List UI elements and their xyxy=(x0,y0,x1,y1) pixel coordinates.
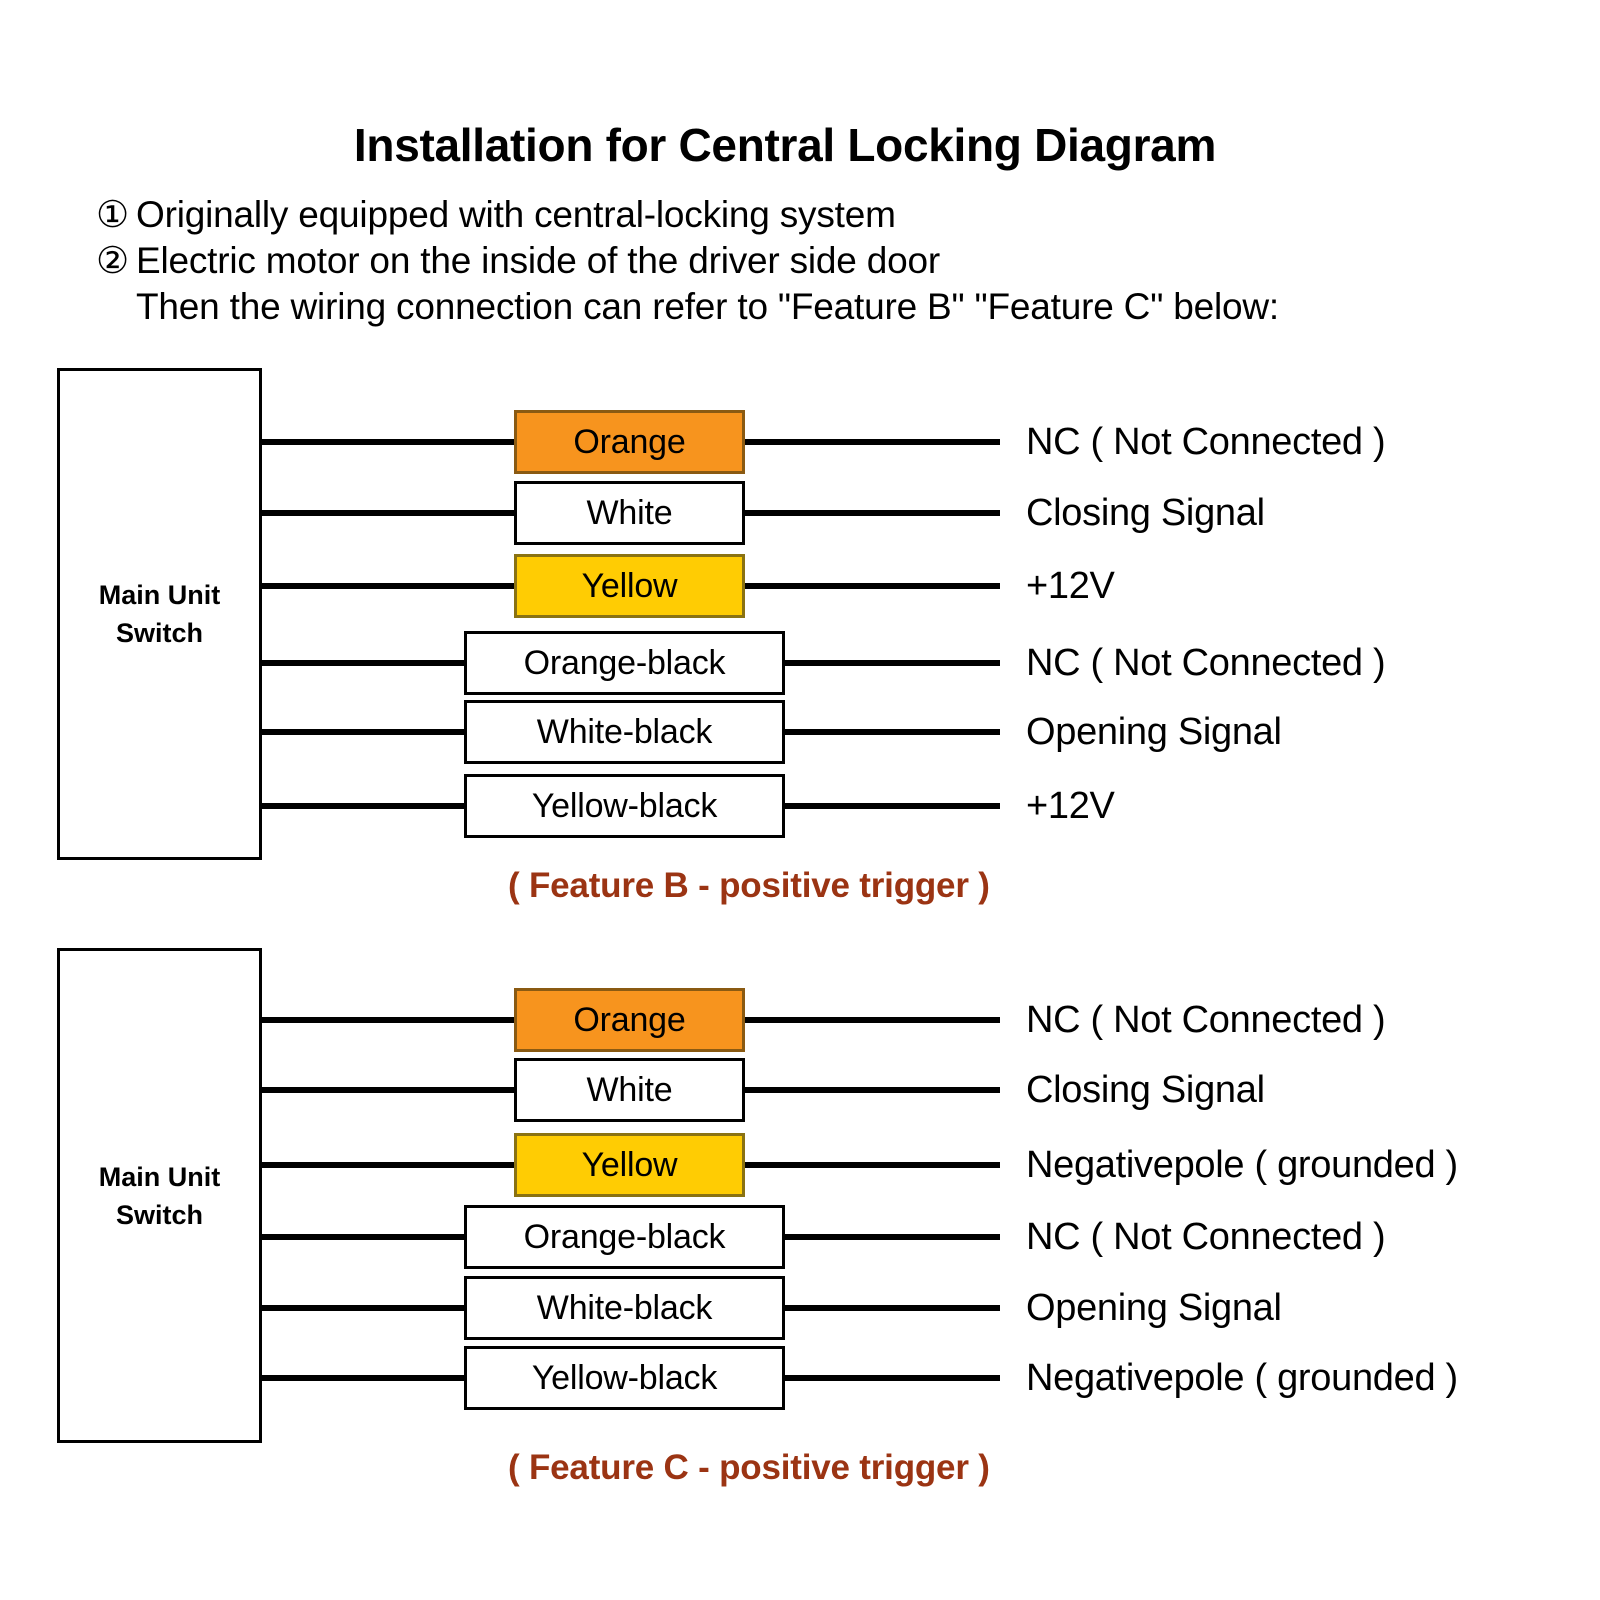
wire-segment-left xyxy=(262,510,514,516)
signal-label: +12V xyxy=(1026,565,1115,607)
wire-segment-right xyxy=(785,729,1000,735)
note-text-2: Electric motor on the inside of the driv… xyxy=(136,240,940,281)
note-line-3: Then the wiring connection can refer to … xyxy=(96,284,1576,330)
wire-color-label: Orange xyxy=(514,410,745,474)
signal-label: Negativepole ( grounded ) xyxy=(1026,1357,1458,1399)
wire-segment-left xyxy=(262,660,464,666)
wire-segment-right xyxy=(745,439,1000,445)
signal-label: NC ( Not Connected ) xyxy=(1026,999,1386,1041)
block-caption: ( Feature B - positive trigger ) xyxy=(508,866,990,905)
main-unit-switch-box: Main Unit Switch xyxy=(57,368,262,860)
block-caption: ( Feature C - positive trigger ) xyxy=(508,1448,990,1487)
wire-segment-left xyxy=(262,1017,514,1023)
wire-segment-right xyxy=(745,1087,1000,1093)
signal-label: NC ( Not Connected ) xyxy=(1026,421,1386,463)
main-unit-switch-label: Main Unit Switch xyxy=(98,580,221,648)
wire-segment-right xyxy=(745,1017,1000,1023)
wire-color-label: White xyxy=(514,481,745,545)
wire-color-label: White-black xyxy=(464,700,785,764)
signal-label: +12V xyxy=(1026,785,1115,827)
wire-segment-left xyxy=(262,1305,464,1311)
wire-segment-left xyxy=(262,1087,514,1093)
signal-label: NC ( Not Connected ) xyxy=(1026,1216,1386,1258)
wire-segment-left xyxy=(262,1375,464,1381)
wire-color-label: Orange-black xyxy=(464,631,785,695)
wire-segment-right xyxy=(785,1305,1000,1311)
wire-segment-right xyxy=(785,1234,1000,1240)
signal-label: Negativepole ( grounded ) xyxy=(1026,1144,1458,1186)
wire-segment-left xyxy=(262,439,514,445)
wire-segment-left xyxy=(262,803,464,809)
wire-color-label: Yellow-black xyxy=(464,1346,785,1410)
wire-segment-left xyxy=(262,729,464,735)
wire-segment-right xyxy=(745,1162,1000,1168)
note-marker-1: ① xyxy=(96,194,129,235)
signal-label: Closing Signal xyxy=(1026,492,1265,534)
wire-color-label: Orange xyxy=(514,988,745,1052)
wire-segment-right xyxy=(745,583,1000,589)
wire-segment-right xyxy=(785,803,1000,809)
signal-label: Closing Signal xyxy=(1026,1069,1265,1111)
signal-label: Opening Signal xyxy=(1026,711,1282,753)
wire-segment-left xyxy=(262,1234,464,1240)
wire-segment-right xyxy=(745,510,1000,516)
main-unit-switch-box: Main Unit Switch xyxy=(57,948,262,1443)
wire-color-label: White xyxy=(514,1058,745,1122)
wire-color-label: Yellow xyxy=(514,1133,745,1197)
signal-label: Opening Signal xyxy=(1026,1287,1282,1329)
wire-segment-right xyxy=(785,1375,1000,1381)
wire-color-label: Yellow xyxy=(514,554,745,618)
wire-color-label: Yellow-black xyxy=(464,774,785,838)
note-text-3: Then the wiring connection can refer to … xyxy=(136,286,1279,327)
wire-segment-left xyxy=(262,1162,514,1168)
main-unit-switch-label: Main Unit Switch xyxy=(98,1161,221,1230)
wire-segment-right xyxy=(785,660,1000,666)
note-text-1: Originally equipped with central-locking… xyxy=(136,194,896,235)
wire-segment-left xyxy=(262,583,514,589)
wire-color-label: Orange-black xyxy=(464,1205,785,1269)
note-marker-2: ② xyxy=(96,240,129,281)
page-title: Installation for Central Locking Diagram xyxy=(353,119,1217,171)
wire-color-label: White-black xyxy=(464,1276,785,1340)
signal-label: NC ( Not Connected ) xyxy=(1026,642,1386,684)
